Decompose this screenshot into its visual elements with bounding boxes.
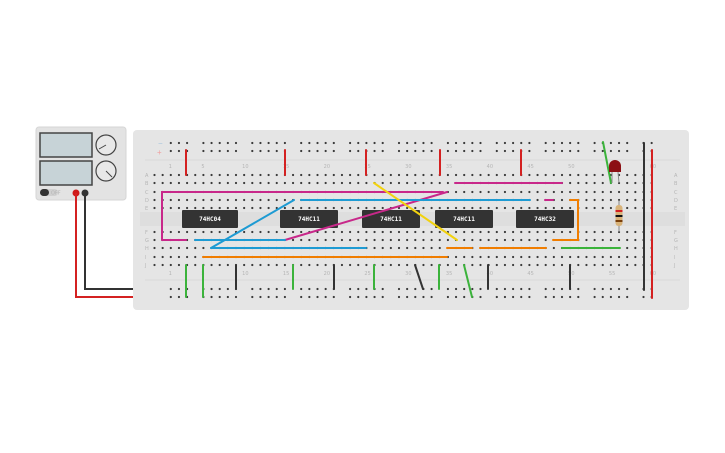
row-label: B [145, 181, 149, 187]
column-label: 30 [405, 164, 411, 170]
column-label: 15 [283, 271, 289, 277]
chip-74hc32[interactable]: 74HC32 [516, 210, 574, 228]
row-label: H [145, 246, 149, 252]
rail-plus-label: + [157, 148, 162, 157]
wires [161, 141, 653, 299]
resistor[interactable] [615, 200, 623, 232]
svg-text:74HC11: 74HC11 [380, 216, 402, 223]
row-label: D [145, 198, 149, 204]
column-label: 45 [527, 164, 533, 170]
column-label: 10 [242, 164, 248, 170]
row-label: E [674, 206, 677, 212]
power-supply[interactable]: OFF [35, 126, 127, 201]
chip-74hc11-2[interactable]: 74HC11 [362, 210, 420, 228]
row-label: E [145, 206, 148, 212]
row-label: C [674, 190, 678, 196]
row-label: J [144, 263, 146, 269]
column-label: 55 [609, 271, 615, 277]
current-display [39, 160, 93, 186]
column-label: 1 [169, 164, 172, 170]
column-label: 10 [242, 271, 248, 277]
column-label: 20 [324, 271, 330, 277]
column-label: 35 [446, 164, 452, 170]
row-label: H [674, 246, 678, 252]
wire-black[interactable] [414, 264, 424, 290]
row-label: G [674, 238, 678, 244]
chip-74hc04[interactable]: 74HC04 [182, 210, 238, 228]
row-label: A [145, 173, 149, 179]
column-label: 1 [169, 271, 172, 277]
column-label: 5 [201, 164, 204, 170]
column-label: 30 [405, 271, 411, 277]
column-label: 25 [364, 164, 370, 170]
column-label: 40 [487, 164, 493, 170]
wire-green-led[interactable] [602, 141, 612, 184]
svg-text:74HC11: 74HC11 [298, 216, 320, 223]
led[interactable] [609, 160, 621, 184]
column-label: 15 [283, 164, 289, 170]
column-label: 45 [527, 271, 533, 277]
column-label: 40 [487, 271, 493, 277]
column-label: 50 [568, 164, 574, 170]
row-label: F [145, 230, 148, 236]
wire-green[interactable] [463, 264, 473, 298]
column-label: 20 [324, 164, 330, 170]
row-label: G [145, 238, 149, 244]
row-label: I [674, 255, 675, 261]
svg-text:74HC32: 74HC32 [534, 216, 556, 223]
row-label: F [674, 230, 677, 236]
row-label: C [145, 190, 149, 196]
column-label: 35 [446, 271, 452, 277]
power-switch-label: OFF [51, 191, 61, 197]
column-label: 25 [364, 271, 370, 277]
wire-magenta[interactable] [161, 191, 444, 241]
row-label: A [674, 173, 678, 179]
rail-minus-label: − [158, 139, 163, 148]
wire-orange[interactable] [552, 199, 579, 241]
row-label: J [673, 263, 675, 269]
svg-text:74HC04: 74HC04 [199, 216, 221, 223]
chips: 74HC04 74HC11 74HC11 74HC11 74HC32 [182, 210, 574, 228]
row-label: I [145, 255, 146, 261]
row-label: D [674, 198, 678, 204]
column-label: 50 [568, 271, 574, 277]
chip-74hc11-1[interactable]: 74HC11 [280, 210, 338, 228]
row-label: B [674, 181, 678, 187]
svg-text:74HC11: 74HC11 [453, 216, 475, 223]
chip-74hc11-3[interactable]: 74HC11 [435, 210, 493, 228]
voltage-display [39, 132, 93, 158]
wire-yellow[interactable] [373, 182, 458, 241]
